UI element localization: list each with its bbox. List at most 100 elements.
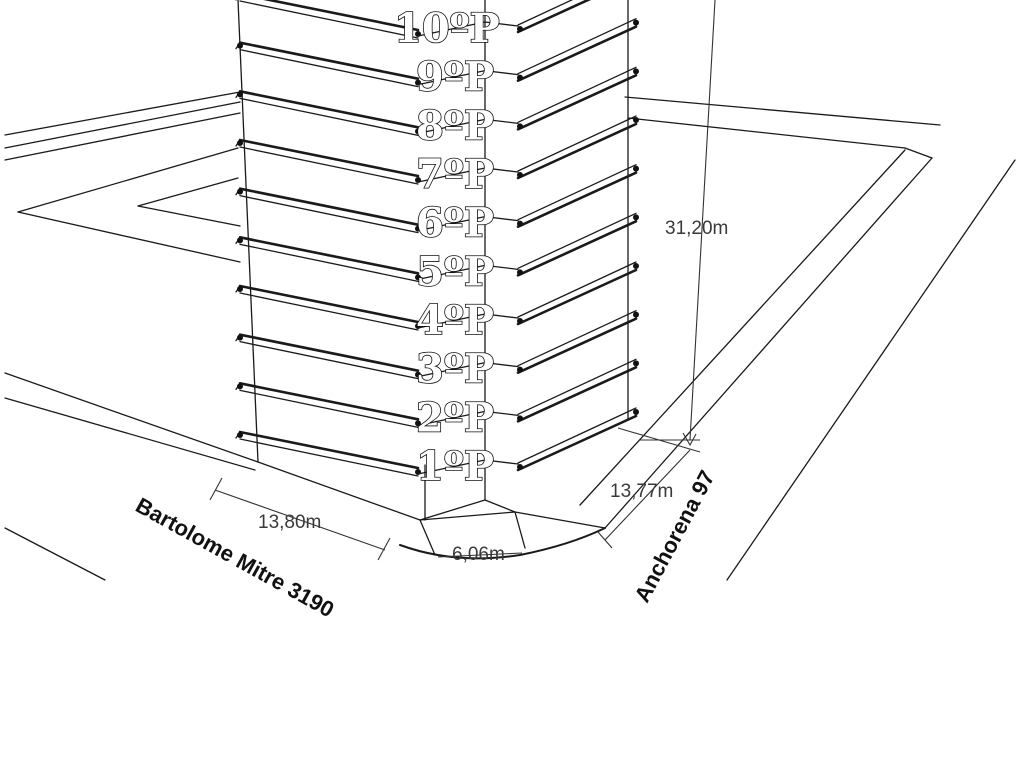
balcony-left-rail [238,41,420,80]
floor-slab-corner [417,459,486,475]
front-left-tick [209,477,223,501]
balcony-left-rail [238,430,420,470]
balcony-left-slab [239,49,419,88]
floor-slab-corner [484,313,519,319]
floor-slab-corner [417,362,486,378]
floor-label: 3ºP [416,346,494,393]
balcony-post [517,220,523,227]
balcony-post [633,19,639,26]
balcony-left-rail [263,0,420,32]
balcony-post [517,464,523,470]
balcony-post [633,360,639,367]
balcony-post [237,237,243,244]
balcony-post [517,172,523,178]
balcony-left-slab [239,0,419,39]
balcony-post [517,269,523,276]
floor-label: 2ºP [416,394,494,441]
floor-label: 1ºP [416,443,494,490]
floor-slab-corner [417,167,486,183]
balcony-right-slab [517,115,637,172]
balcony-right-slab [517,0,574,26]
front-left-dimension-line [214,489,386,551]
building-edge [484,499,516,513]
floor-label: 7ºP [416,151,494,198]
corner-dimension-line [437,552,523,558]
balcony-post [633,311,639,318]
floor-slab-corner [417,70,486,86]
balcony-left-rail [238,236,420,275]
height-dimension-line [689,0,716,441]
balcony-post [517,415,523,422]
balcony-post [633,214,639,221]
balconies [235,0,639,477]
balcony-post [237,432,243,438]
balcony-right-rail [516,268,638,326]
balcony-left-rail [238,382,420,421]
balcony-post [517,74,523,81]
floor-label: 8ºP [416,102,494,149]
floor-slab-corner [484,70,519,76]
balcony-left-rail [238,138,420,178]
front-right-dimension-line [604,449,691,541]
lot-line [4,91,241,136]
balcony-left-rail [238,333,420,372]
dimension-lines [209,0,716,561]
floor-label: 5ºP [416,248,494,295]
front-right-tick [597,531,613,549]
balcony-post [237,42,243,49]
balcony-right-slab [517,212,637,269]
balcony-post [633,117,639,123]
floor-slab-corner [417,118,486,134]
front-right-dimension-label: 13,77m [610,481,673,502]
balcony-right-slab [517,66,637,123]
floor-label: 9ºP [416,54,494,101]
balcony-left-rail [238,187,420,226]
lot-line [624,96,941,126]
balcony-right-slab [517,164,637,221]
balcony-left-slab [239,341,419,380]
corner-dimension-label: 6,06m [452,544,505,565]
balcony-post [237,188,243,195]
balcony-right-rail [516,122,638,180]
balcony-post [633,263,639,269]
balcony-left-slab [239,146,419,185]
sidewalk-line [4,397,256,471]
balcony-right-rail [516,366,638,423]
balcony-post [633,165,639,172]
balcony-right-rail [516,0,592,34]
sidewalk-line [579,149,906,506]
balcony-post [633,409,639,415]
balcony-right-rail [516,25,638,82]
floor-label: 10ºP [394,5,500,52]
floor-slab-corner [417,216,486,232]
balcony-post [237,91,243,98]
street-lines [4,91,1016,581]
balcony-right-slab [517,407,637,464]
balcony-left-slab [239,389,419,428]
front-left-dimension-label: 13,80m [258,512,321,533]
balcony-post [237,286,243,292]
lot-line [4,101,241,149]
lot-line [904,147,933,159]
balcony-post [237,383,243,390]
balcony-right-rail [516,414,638,472]
corner-curb [399,527,606,560]
corner-line [257,461,606,529]
sidewalk-line [604,157,933,529]
floor-slab-corner [417,264,486,280]
building-edge [237,0,259,463]
balcony-post [633,68,639,75]
balcony-left-slab [239,195,419,234]
corner-line [419,519,436,556]
balcony-right-rail [516,317,638,374]
sidewalk-line [4,372,259,463]
balcony-right-slab [517,358,637,415]
lot-line [137,205,241,227]
floor-slab-corner [417,410,486,426]
floor-slab-corner [484,118,519,124]
lot-line [627,117,906,149]
balcony-post [517,123,523,130]
lot-line [17,211,241,263]
balcony-post [237,334,243,341]
